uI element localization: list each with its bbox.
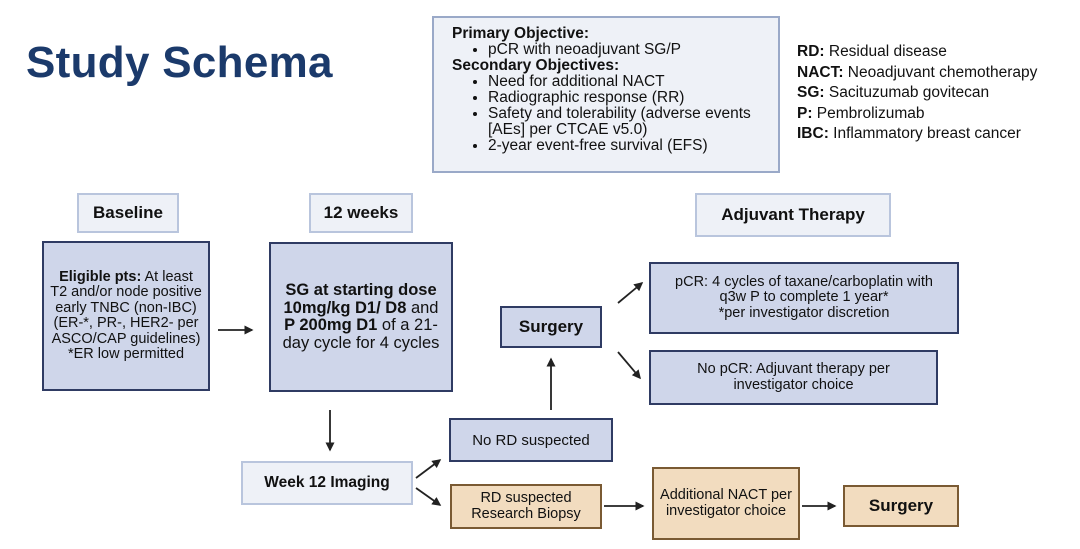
final-surgery-box: Surgery — [843, 485, 959, 527]
treatment-and: and — [406, 298, 439, 317]
objectives-box: Primary Objective: pCR with neoadjuvant … — [432, 16, 780, 173]
legend-value: Neoadjuvant chemotherapy — [843, 63, 1038, 81]
legend-key: NACT: — [797, 63, 844, 81]
week-12-imaging-box: Week 12 Imaging — [241, 461, 413, 505]
legend-key: SG: — [797, 84, 825, 101]
eligibility-criteria: At least T2 and/or node positive early T… — [50, 268, 202, 347]
arrow-surgery-to-no-pcr — [617, 351, 641, 380]
treatment-p-dose: P 200mg D1 — [284, 316, 378, 334]
no-pcr-outcome-box: No pCR: Adjuvant therapy per investigato… — [649, 350, 938, 405]
legend-entry-nact: NACT: Neoadjuvant chemotherapy — [797, 63, 1077, 84]
legend-entry-ibc: IBC: Inflammatory breast cancer — [797, 124, 1077, 145]
secondary-objectives-heading: Secondary Objectives: — [452, 57, 620, 74]
eligibility-note: *ER low permitted — [67, 346, 185, 362]
treatment-box: SG at starting dose 10mg/kg D1/ D8 and P… — [269, 242, 453, 392]
arrow-surgery-to-pcr — [617, 282, 644, 304]
primary-objective-heading: Primary Objective: — [452, 25, 589, 42]
treatment-cycle: of a 21-day cycle for 4 cycles — [282, 316, 440, 352]
eligibility-box: Eligible pts: At least T2 and/or node po… — [42, 241, 210, 391]
abbreviation-legend: RD: Residual disease NACT: Neoadjuvant c… — [797, 42, 1077, 145]
eligibility-label: Eligible pts: — [59, 268, 142, 285]
legend-value: Inflammatory breast cancer — [828, 125, 1021, 142]
legend-value: Pembrolizumab — [812, 104, 925, 122]
secondary-objective-item: Need for additional NACT — [488, 74, 768, 90]
secondary-objective-item: Safety and tolerability (adverse events … — [488, 106, 768, 138]
legend-entry-rd: RD: Residual disease — [797, 42, 1077, 63]
arrow-imaging-to-no-rd — [415, 459, 442, 479]
treatment-sg-dose: SG at starting dose 10mg/kg D1/ D8 — [283, 281, 437, 317]
legend-value: Sacituzumab govitecan — [824, 84, 990, 101]
legend-entry-p: P: Pembrolizumab — [797, 104, 1077, 125]
treatment-text: SG at starting dose 10mg/kg D1/ D8 and P… — [279, 281, 443, 352]
header-12-weeks: 12 weeks — [309, 193, 413, 233]
header-baseline: Baseline — [77, 193, 179, 233]
additional-nact-box: Additional NACT per investigator choice — [652, 467, 800, 540]
no-rd-suspected-box: No RD suspected — [449, 418, 613, 462]
legend-key: RD: — [797, 43, 825, 60]
rd-suspected-line: RD suspected — [480, 490, 572, 506]
legend-entry-sg: SG: Sacituzumab govitecan — [797, 83, 1077, 104]
legend-key: IBC: — [797, 125, 829, 142]
eligibility-text: Eligible pts: At least T2 and/or node po… — [50, 268, 202, 363]
secondary-objective-item: Radiographic response (RR) — [488, 90, 768, 106]
pcr-outcome-box: pCR: 4 cycles of taxane/carboplatin with… — [649, 262, 959, 334]
legend-key: P: — [797, 104, 813, 122]
secondary-objective-item: 2-year event-free survival (EFS) — [488, 138, 768, 154]
arrow-imaging-to-rd — [415, 487, 442, 506]
pcr-outcome-line: pCR: 4 cycles of taxane/carboplatin with… — [675, 273, 933, 306]
pcr-outcome-text: pCR: 4 cycles of taxane/carboplatin with… — [661, 273, 947, 322]
secondary-objectives-list: Need for additional NACT Radiographic re… — [452, 74, 768, 154]
legend-value: Residual disease — [824, 43, 947, 60]
primary-objective-item: pCR with neoadjuvant SG/P — [488, 42, 768, 58]
page-title: Study Schema — [26, 38, 333, 87]
research-biopsy-line: Research Biopsy — [471, 505, 581, 522]
primary-objective-list: pCR with neoadjuvant SG/P — [452, 42, 768, 58]
surgery-box: Surgery — [500, 306, 602, 348]
header-adjuvant-therapy: Adjuvant Therapy — [695, 193, 891, 237]
pcr-outcome-note: *per investigator discretion — [718, 304, 890, 321]
